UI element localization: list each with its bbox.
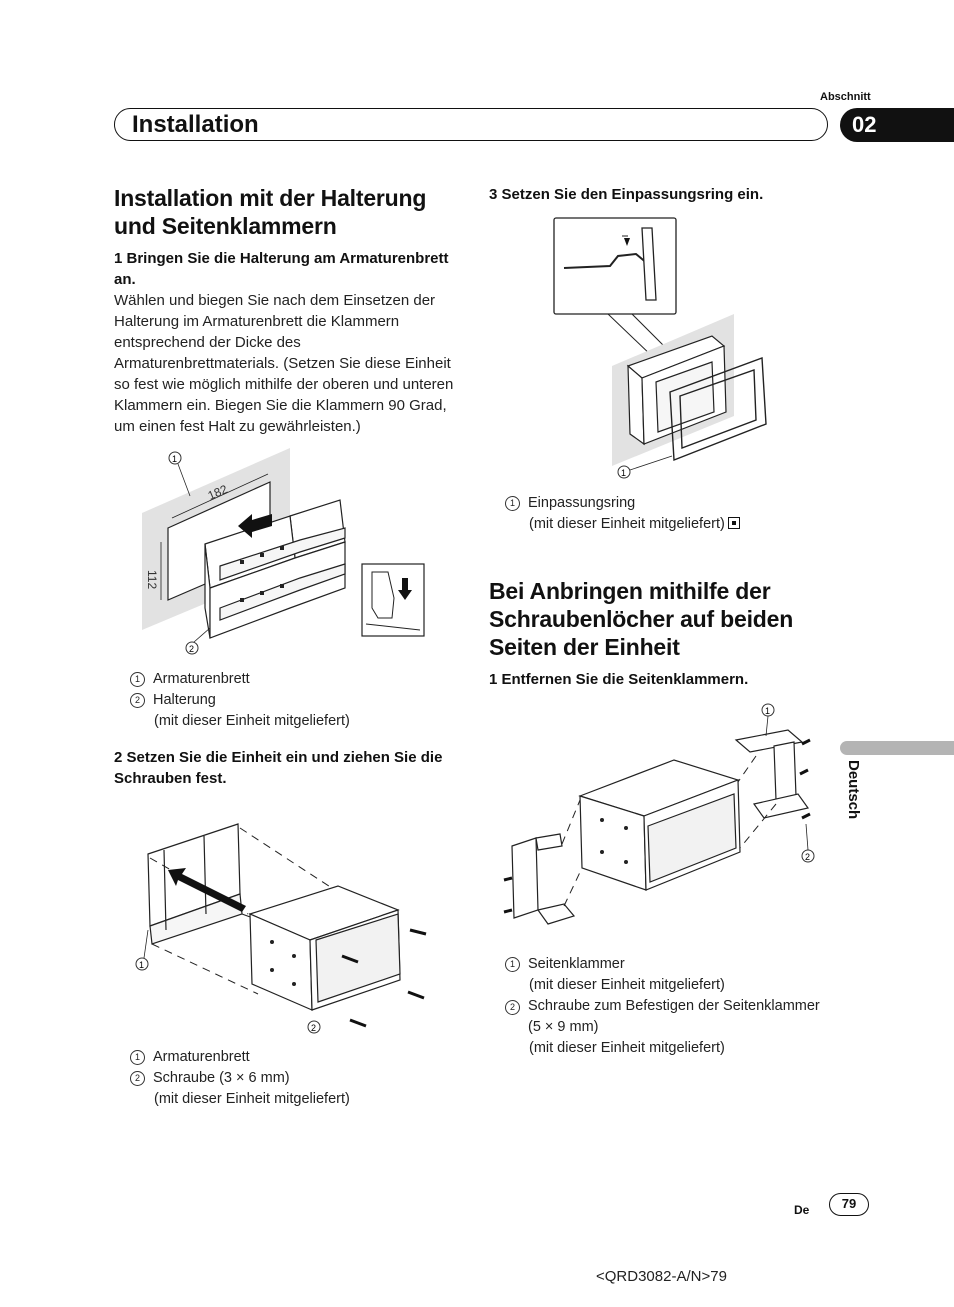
- figure-sleeve-mounting: 182 112 1 2: [142, 448, 425, 655]
- header-bar: [114, 108, 828, 141]
- fig2-marker-2: 2: [311, 1023, 316, 1033]
- page-title: Installation: [132, 111, 259, 138]
- right-step3-title: 3 Setzen Sie den Einpassungsring ein.: [489, 186, 764, 203]
- language-tab: [840, 741, 954, 755]
- dimension-height-label: 112: [145, 570, 159, 589]
- fig2-marker-1: 1: [139, 960, 144, 970]
- right-step1-title: 1 Entfernen Sie die Seitenklammern.: [489, 671, 749, 688]
- insert-arrow-icon: [168, 868, 246, 912]
- section-number-badge: 02: [840, 108, 954, 142]
- figure-trim-ring: 1: [553, 217, 767, 479]
- fig3-marker-1: 1: [621, 468, 626, 478]
- language-tab-label: Deutsch: [845, 760, 862, 820]
- right-heading: Bei Anbringen mithilfe der Schraubenlöch…: [489, 578, 794, 660]
- figure-unit-screws: 1 2: [135, 823, 427, 1034]
- fig1-marker-2: 2: [189, 644, 194, 654]
- section-label: Abschnitt: [820, 91, 871, 103]
- fig4-marker-1: 1: [765, 706, 770, 716]
- stop-square-icon: [727, 517, 740, 529]
- footer-lang-code: De: [794, 1203, 810, 1217]
- document-code: <QRD3082-A/N>79: [596, 1268, 727, 1285]
- figure-side-brackets: 1 2: [503, 703, 815, 925]
- left-step1-title: 1 Bringen Sie die Halterung am Armaturen…: [114, 250, 449, 288]
- left-step1-body: Wählen und biegen Sie nach dem Einsetzen…: [114, 292, 454, 435]
- fig4-marker-2: 2: [805, 852, 810, 862]
- left-step2-title: 2 Setzen Sie die Einheit ein und ziehen …: [114, 749, 443, 787]
- insert-arrow-icon: [238, 514, 272, 538]
- page-number: 79: [829, 1193, 869, 1216]
- left-heading: Installation mit der Halterung und Seite…: [114, 185, 427, 239]
- hand-pressing-icon: [361, 563, 425, 637]
- fig1-marker-1: 1: [172, 454, 177, 464]
